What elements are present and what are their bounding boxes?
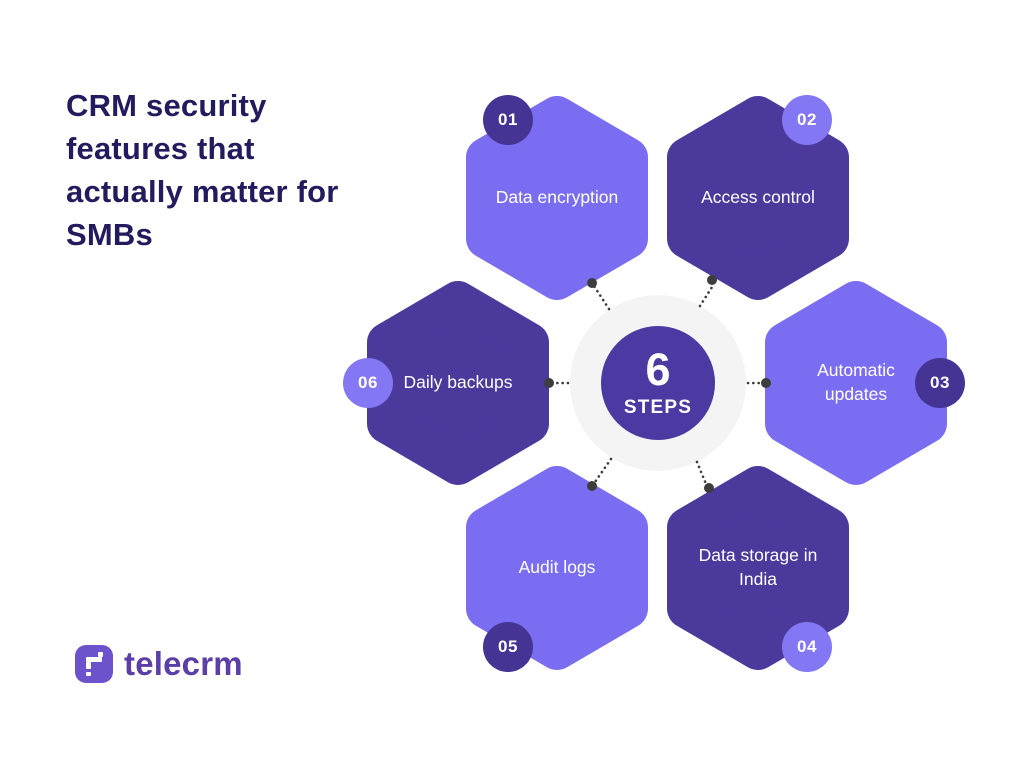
hexagon-step-06: Daily backups <box>366 278 550 488</box>
center-steps-label: STEPS <box>623 397 693 418</box>
step-label: Daily backups <box>403 372 513 393</box>
brand-name: telecrm <box>124 645 243 682</box>
page-title-line: actually matter for <box>66 174 339 209</box>
step-label: Data encryption <box>495 187 619 208</box>
page-title-line: SMBs <box>66 217 153 252</box>
step-label: Access control <box>701 187 815 208</box>
telecrm-logo-glyph <box>86 652 103 676</box>
step-label: Automatic updates <box>817 360 895 404</box>
hexagon-shape <box>367 281 549 485</box>
page-title-line: CRM security <box>66 88 267 123</box>
step-number-badge-05: 05 <box>483 622 533 672</box>
hexagon-step-05: Audit logs <box>465 463 649 673</box>
hexagon-step-03: Automatic updates <box>764 278 948 488</box>
center-steps-circle: 6 STEPS <box>601 326 715 440</box>
brand-logo: telecrm <box>75 645 243 683</box>
hexagon-shape <box>765 281 947 485</box>
telecrm-logo-icon <box>75 645 113 683</box>
center-steps-number: 6 <box>645 344 671 395</box>
step-number-badge-03: 03 <box>915 358 965 408</box>
hexagon-step-02: Access control <box>666 93 850 303</box>
page-title: CRM security features that actually matt… <box>66 84 426 256</box>
hexagon-shape <box>466 466 648 670</box>
hexagon-shape <box>667 96 849 300</box>
hexagon-shape <box>466 96 648 300</box>
step-number-badge-06: 06 <box>343 358 393 408</box>
hexagon-step-04: Data storage in India <box>666 463 850 673</box>
hexagon-shape <box>667 466 849 670</box>
step-number-badge-01: 01 <box>483 95 533 145</box>
hexagon-step-01: Data encryption <box>465 93 649 303</box>
step-label: Data storage in India <box>698 545 818 589</box>
step-label: Audit logs <box>518 557 596 578</box>
page-title-line: features that <box>66 131 255 166</box>
step-number-badge-02: 02 <box>782 95 832 145</box>
step-number-badge-04: 04 <box>782 622 832 672</box>
